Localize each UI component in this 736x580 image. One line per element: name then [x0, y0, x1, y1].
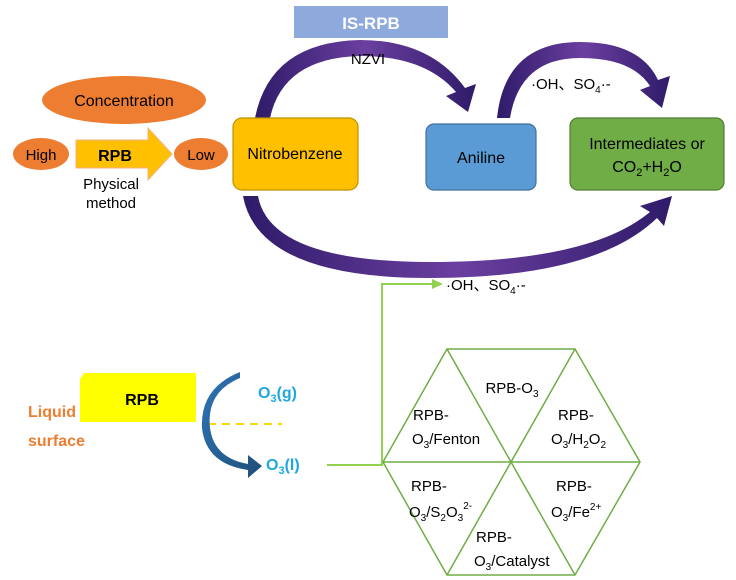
hex-label-h2o2: RPB- O3/H2O2 — [551, 407, 606, 451]
o3-gas-label: O3(g) — [258, 385, 297, 405]
intermediates-box — [569, 117, 725, 191]
low-label: Low — [187, 147, 215, 164]
rpb-yellow-block — [80, 373, 196, 422]
aniline-box — [425, 123, 537, 191]
hex-label-catalyst: RPB- O3/Catalyst — [474, 529, 550, 573]
low-ellipse — [174, 138, 228, 170]
nitrobenzene-label: Nitrobenzene — [247, 146, 342, 163]
hex-label-rpb-o3: RPB-O3 — [485, 380, 539, 400]
green-connector-line — [327, 283, 432, 466]
is-rpb-box — [294, 6, 448, 38]
nzvi-label: NZVI — [351, 51, 385, 68]
aniline-label: Aniline — [457, 150, 505, 167]
is-rpb-label: IS-RPB — [342, 14, 400, 33]
surface-label: surface — [28, 433, 85, 450]
hexagon-processes — [382, 348, 641, 576]
concentration-ellipse — [42, 76, 206, 124]
arrow-nitrobenzene-to-intermediates — [243, 196, 672, 278]
rpb-block-label: RPB — [125, 392, 159, 409]
high-label: High — [26, 147, 57, 164]
arrow-nitrobenzene-to-aniline — [255, 40, 476, 118]
co2-h2o-label: CO2+H2O — [612, 159, 682, 179]
arrow-aniline-to-intermediates — [497, 42, 670, 118]
physical-label: Physical — [83, 176, 139, 193]
intermediates-label: Intermediates or — [589, 136, 705, 153]
rpb-arrow-label: RPB — [98, 148, 132, 165]
o3-dissolution-arrow — [201, 372, 262, 478]
concentration-label: Concentration — [74, 93, 174, 110]
rpb-arrow — [75, 126, 173, 182]
liquid-label: Liquid — [28, 404, 76, 421]
radical-label-top: ·OH、SO4·- — [531, 76, 611, 96]
radical-label-bottom: ·OH、SO4·- — [446, 277, 526, 297]
nitrobenzene-box — [232, 117, 359, 191]
high-ellipse — [13, 138, 69, 170]
green-arrowhead — [432, 279, 443, 289]
hex-label-fe2: RPB- O3/Fe2+ — [551, 478, 601, 524]
method-label: method — [86, 195, 136, 212]
hex-label-s2o3: RPB- O3/S2O32- — [409, 478, 472, 524]
hex-label-fenton: RPB- O3/Fenton — [412, 407, 480, 451]
o3-liquid-label: O3(l) — [266, 457, 300, 477]
